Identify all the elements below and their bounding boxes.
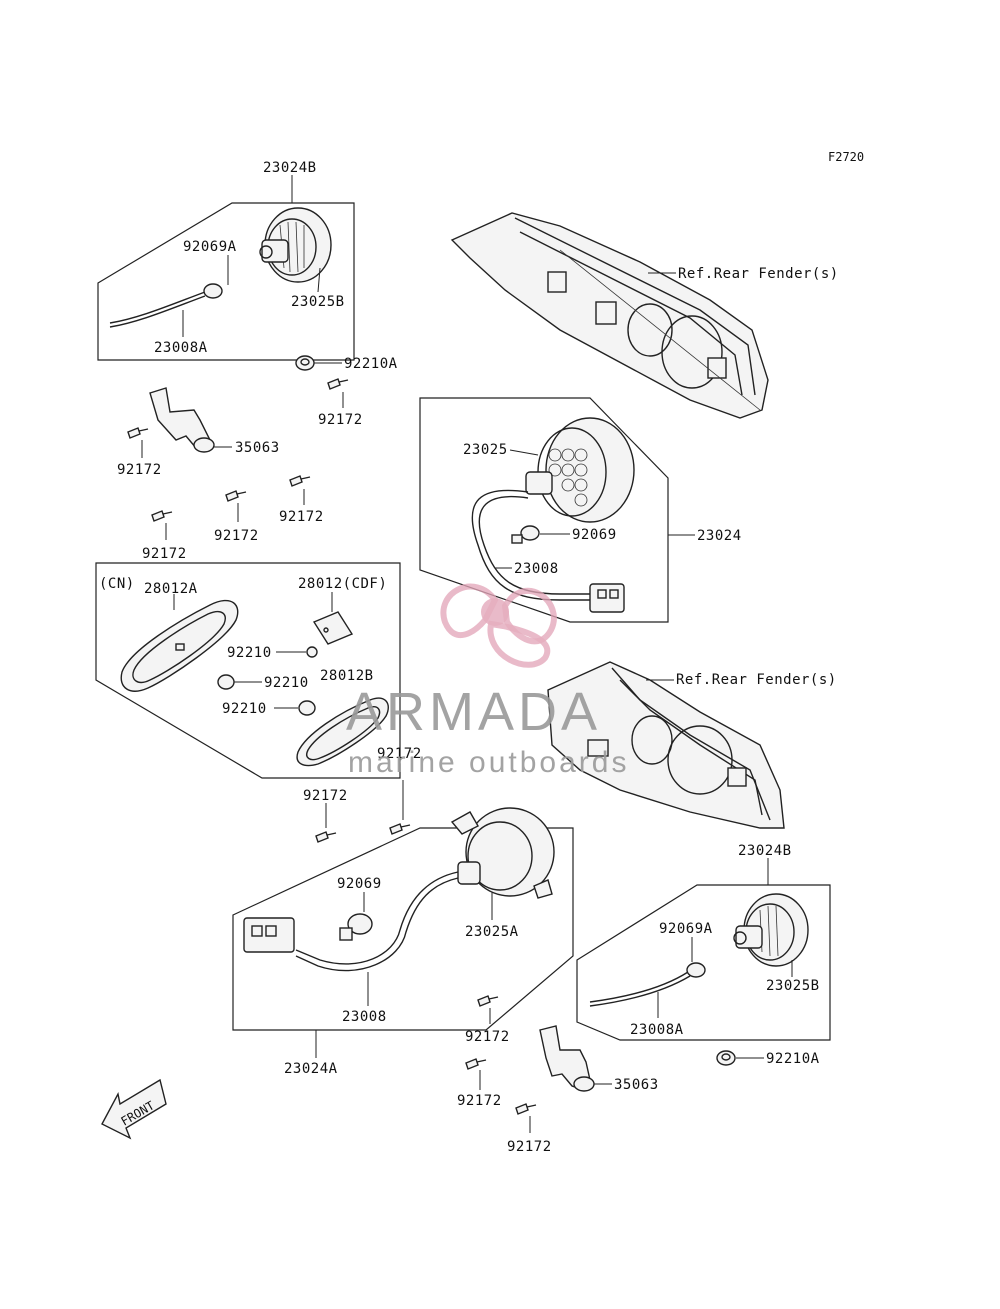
label-23008A-top: 23008A xyxy=(154,340,208,356)
label-23025A: 23025A xyxy=(465,924,519,940)
screw-92172-b: 92172 xyxy=(117,427,162,478)
label-ref-rear-fender-mid: Ref.Rear Fender(s) xyxy=(676,672,837,688)
label-92172-b: 92172 xyxy=(117,462,162,478)
wire-harness-23008A-bottom xyxy=(589,962,706,1007)
screw-92172-c: 92172 xyxy=(279,475,324,525)
label-92210-a: 92210 xyxy=(227,645,272,661)
label-ref-rear-fender-top: Ref.Rear Fender(s) xyxy=(678,266,839,282)
lamp-socket-23025 xyxy=(525,417,635,523)
label-92172-h: 92172 xyxy=(465,1029,510,1045)
screw-92172-d: 92172 xyxy=(214,490,259,544)
nut-92210-b xyxy=(217,674,235,690)
label-23008A-bottom: 23008A xyxy=(630,1022,684,1038)
assembly-frame-23024A xyxy=(232,827,574,1031)
label-23024B-bottom: 23024B xyxy=(738,843,792,859)
diagram-code: F2720 xyxy=(828,150,864,164)
bracket-35063-top: 35063 xyxy=(149,387,280,456)
assembly-23024: 23025 92069 23024 23008 xyxy=(419,397,742,623)
lamp-socket-23025B-top xyxy=(259,207,332,283)
label-92210A-top: 92210A xyxy=(344,356,398,372)
watermark-tagline: marine outboards xyxy=(348,746,629,779)
label-92172-d: 92172 xyxy=(214,528,259,544)
lens-28012B xyxy=(296,697,389,767)
label-cn: (CN) xyxy=(99,576,135,592)
screw-92172-h: 92172 xyxy=(465,995,510,1045)
screw-92172-i: 92172 xyxy=(457,1058,502,1109)
label-92069A-top: 92069A xyxy=(183,239,237,255)
nut-92210A-top: 92210A xyxy=(295,355,398,372)
screw-92172-a: 92172 xyxy=(318,378,363,428)
label-23025B-top: 23025B xyxy=(291,294,345,310)
label-92172-j: 92172 xyxy=(507,1139,552,1155)
label-23008: 23008 xyxy=(514,561,559,577)
label-92069-bottom: 92069 xyxy=(337,876,382,892)
lens-28012A xyxy=(120,599,239,692)
screw-92172-j: 92172 xyxy=(507,1103,552,1155)
label-23008-bottom: 23008 xyxy=(342,1009,387,1025)
label-35063-top: 35063 xyxy=(235,440,280,456)
wire-harness-23008A-top xyxy=(109,283,223,328)
label-28012-cdf: 28012(CDF) xyxy=(298,576,387,592)
rear-fender-mid: Ref.Rear Fender(s) xyxy=(547,661,837,829)
watermark-brand: ARMADA xyxy=(346,682,601,742)
rear-fender-top: Ref.Rear Fender(s) xyxy=(450,212,839,419)
screw-92172-f: 92172 xyxy=(377,746,422,835)
nut-92210-c xyxy=(298,700,316,716)
screw-92172-g: 92172 xyxy=(303,788,348,843)
assembly-23024B-top: 23024B 92069A 23025B 23008A xyxy=(97,160,355,361)
front-direction-arrow: FRONT xyxy=(101,1078,167,1140)
label-92172-f: 92172 xyxy=(377,746,422,762)
label-92172-e: 92172 xyxy=(142,546,187,562)
label-28012A: 28012A xyxy=(144,581,198,597)
assembly-frame-license-lamp xyxy=(95,562,401,779)
label-35063-bottom: 35063 xyxy=(614,1077,659,1093)
label-23025: 23025 xyxy=(463,442,508,458)
label-92172-a: 92172 xyxy=(318,412,363,428)
nut-92210-a xyxy=(306,646,318,658)
assembly-frame-23024B-bottom xyxy=(576,884,831,1041)
bracket-35063-bottom: 35063 xyxy=(539,1025,659,1093)
assembly-frame-23024B-top xyxy=(97,202,355,361)
screw-92172-e: 92172 xyxy=(142,510,187,562)
label-92210-b: 92210 xyxy=(264,675,309,691)
label-92172-c: 92172 xyxy=(279,509,324,525)
label-92172-i: 92172 xyxy=(457,1093,502,1109)
plate-28012-cdf xyxy=(312,611,354,645)
propeller-logo xyxy=(440,583,557,668)
label-23024A: 23024A xyxy=(284,1061,338,1077)
label-23024: 23024 xyxy=(697,528,742,544)
label-92069A-bottom: 92069A xyxy=(659,921,713,937)
label-23025B-bottom: 23025B xyxy=(766,978,820,994)
assembly-frame-23024 xyxy=(419,397,669,623)
lamp-socket-23025B-bottom xyxy=(733,893,809,967)
license-lamp-assembly: (CN) 28012A 28012(CDF) 92210 92210 92210… xyxy=(95,562,401,779)
wire-harness-23008-bottom xyxy=(243,871,459,972)
bulb-92069-bottom xyxy=(339,913,373,941)
assembly-23024B-bottom: 23024B 92069A 23025B 23008A xyxy=(576,843,831,1041)
label-92210-c: 92210 xyxy=(222,701,267,717)
label-28012B: 28012B xyxy=(320,668,374,684)
label-92172-g: 92172 xyxy=(303,788,348,804)
nut-92210A-bottom: 92210A xyxy=(716,1050,820,1067)
assembly-23024A: 92069 23025A 23008 23024A xyxy=(232,807,574,1077)
label-92210A-bottom: 92210A xyxy=(766,1051,820,1067)
label-92069: 92069 xyxy=(572,527,617,543)
lamp-socket-23025A xyxy=(450,807,555,899)
label-23024B-top: 23024B xyxy=(263,160,317,176)
armada-watermark: ARMADA marine outboards xyxy=(346,583,629,779)
bulb-92069 xyxy=(511,525,540,544)
